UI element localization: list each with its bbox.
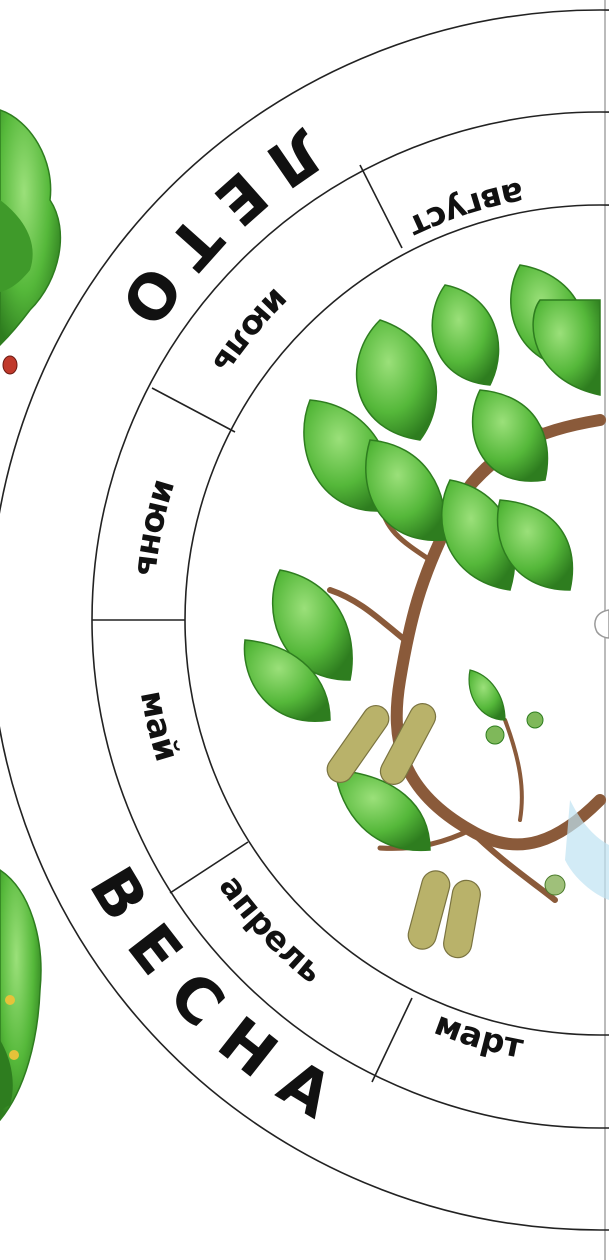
divider-august-july <box>360 165 402 248</box>
month-june-label: июнь <box>129 476 187 579</box>
month-march-label: март <box>430 1003 527 1065</box>
divider-april-march <box>372 998 412 1082</box>
season-summer-label: ЛЕТО <box>93 113 338 358</box>
month-april-label: апрель <box>212 867 331 990</box>
month-july-label: июль <box>205 281 298 381</box>
birch-branch-illustration <box>244 265 609 960</box>
wheel-notch <box>595 610 609 638</box>
month-august-label: август <box>403 174 527 247</box>
left-plant-illustration <box>0 110 60 1120</box>
divider-july-june <box>152 388 235 432</box>
month-may-label: май <box>133 687 188 765</box>
